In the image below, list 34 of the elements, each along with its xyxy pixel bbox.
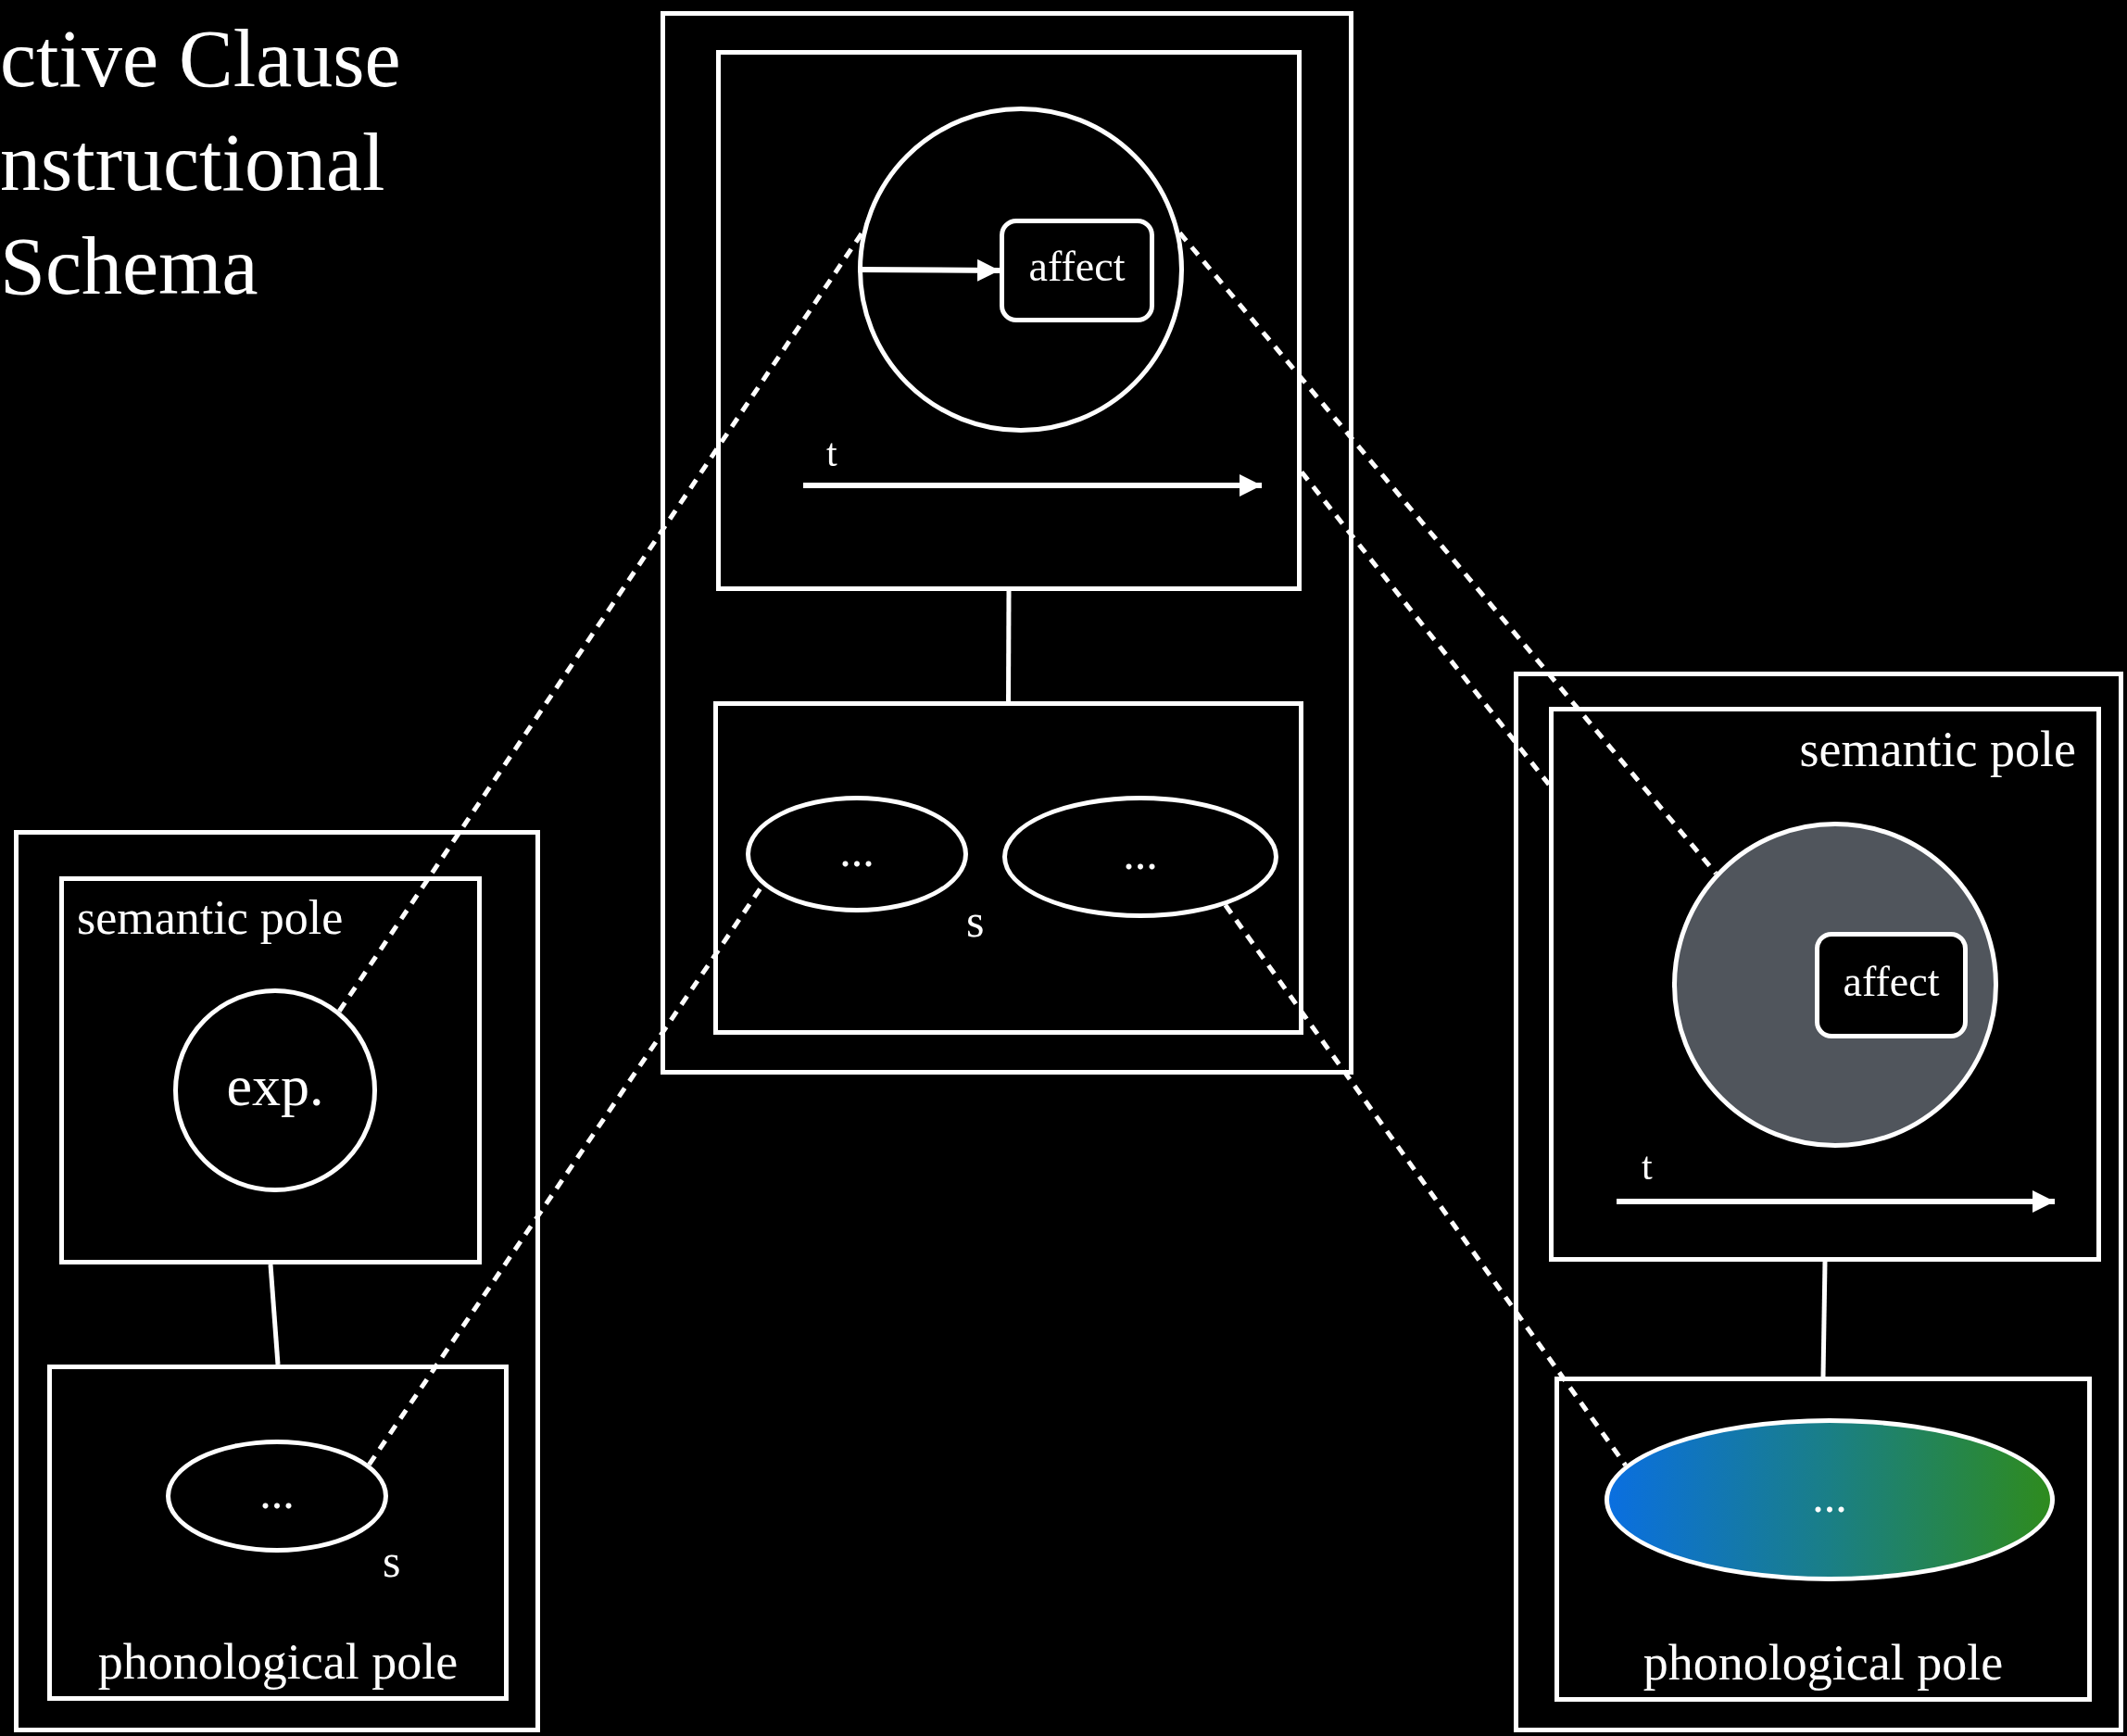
phonological-pole-box: [1554, 1377, 2092, 1702]
node-label: ...: [259, 1469, 295, 1516]
construction-box: [661, 11, 1353, 1075]
connector-line: [1820, 1261, 1828, 1377]
node-label: ...: [1123, 830, 1158, 876]
semantic-pole-box: [716, 50, 1302, 591]
node-label: ...: [1812, 1473, 1847, 1519]
process-box: [1815, 932, 1968, 1038]
correspondence-line: [1223, 903, 1628, 1467]
construction-box: [14, 830, 540, 1732]
title: ctive Clause nstructional Schema: [0, 13, 402, 313]
phonological-pole-box: [47, 1365, 509, 1701]
connector-line: [268, 1264, 281, 1365]
correspondence-line: [337, 232, 864, 1013]
node-label: affect: [1028, 245, 1126, 289]
time-label: t: [1642, 1147, 1653, 1186]
side-label: s: [383, 1538, 401, 1584]
correspondence-line: [1300, 470, 1551, 786]
process-circle: [858, 107, 1184, 433]
phonological-pole-box: [713, 701, 1303, 1035]
concept-circle: [173, 988, 377, 1192]
node-label: ...: [839, 827, 875, 874]
side-label: s: [966, 898, 985, 944]
time-label: t: [826, 434, 837, 472]
connector-line: [1006, 591, 1012, 701]
node-label: affect: [1843, 960, 1940, 1003]
semantic-pole-box: [1549, 707, 2101, 1262]
phonological-ellipse: [1002, 796, 1278, 918]
pole-label: semantic pole: [77, 894, 344, 942]
construction-box: [1514, 672, 2123, 1732]
correspondence-line: [1177, 231, 1718, 875]
node-label: exp.: [226, 1057, 324, 1115]
semantic-pole-box: [59, 876, 482, 1264]
process-box: [1000, 219, 1154, 322]
